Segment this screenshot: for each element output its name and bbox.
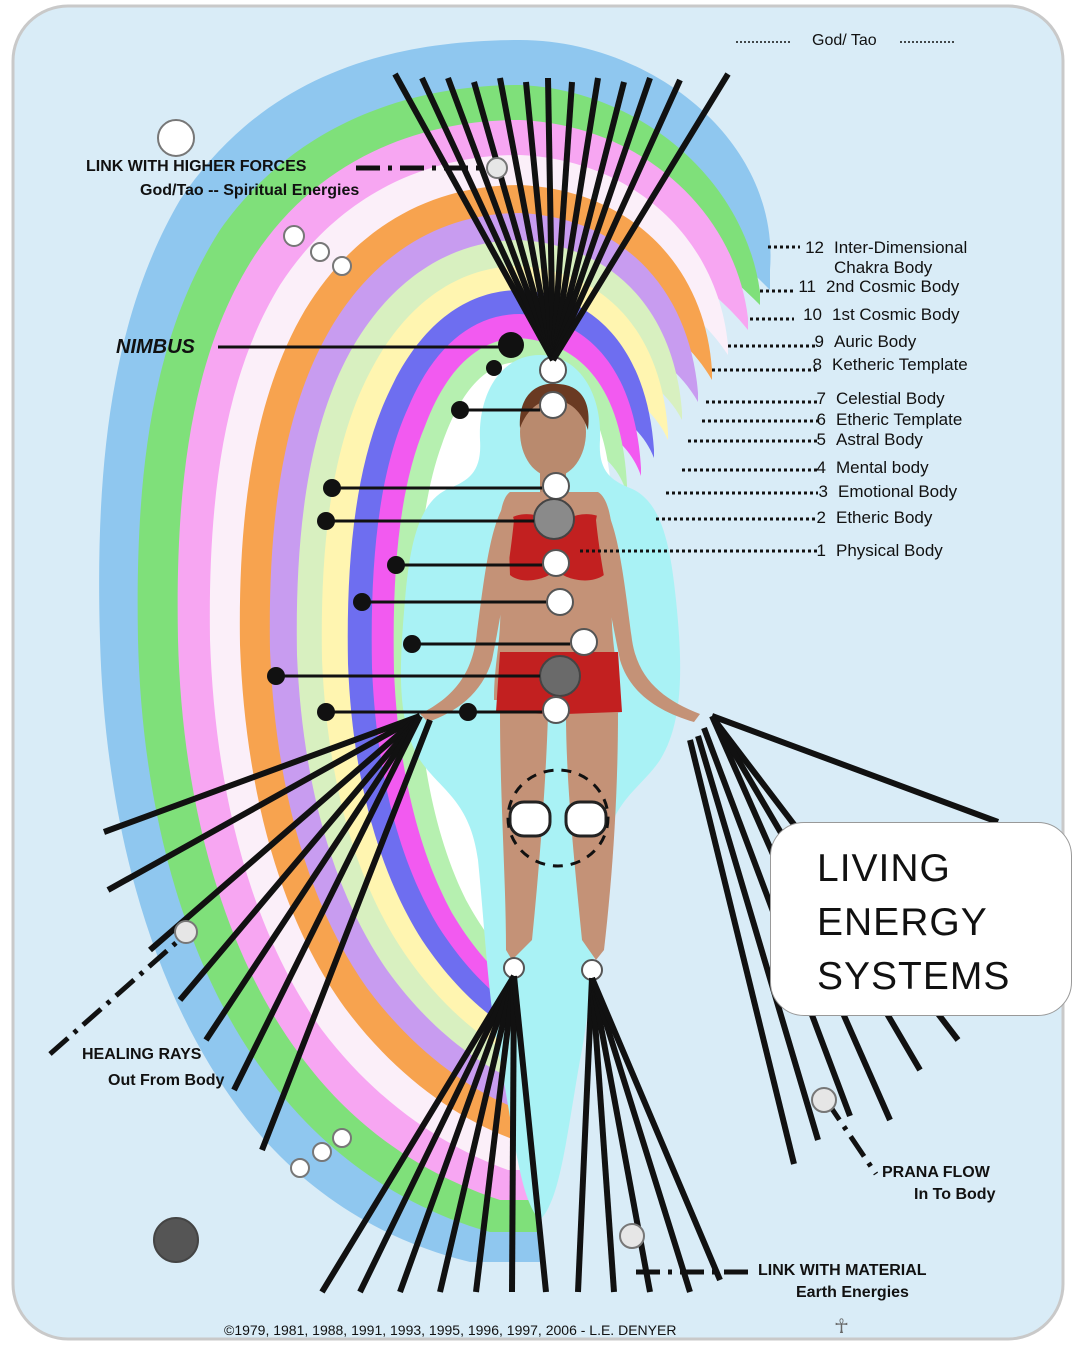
title-line-1: LIVING: [817, 847, 951, 891]
layer-7-label: 7 Celestial Body: [804, 389, 945, 409]
layer-11-label: 11 2nd Cosmic Body: [794, 277, 959, 297]
layer-9-name: Auric Body: [834, 332, 916, 351]
chakra-heart: [543, 550, 569, 576]
layer-4-name: Mental body: [836, 458, 929, 477]
layer-4-number: 4: [804, 458, 826, 478]
layer-10-number: 10: [800, 305, 822, 325]
prana-flow-subtitle: In To Body: [914, 1186, 995, 1204]
material-link-title: LINK WITH MATERIAL: [758, 1262, 927, 1280]
layer-12-label: 12 Inter-Dimensional: [802, 238, 967, 258]
layer-10-label: 10 1st Cosmic Body: [800, 305, 960, 325]
healing-rays-subtitle: Out From Body: [108, 1072, 224, 1090]
layer-8-name: Ketheric Template: [832, 355, 968, 374]
layer-12-label-line2: Chakra Body: [834, 258, 932, 278]
layer-9-number: 9: [802, 332, 824, 352]
chakra-solar: [547, 589, 573, 615]
layer-5-label: 5 Astral Body: [804, 430, 923, 450]
chakra-crown: [540, 357, 566, 383]
title-line-3: SYSTEMS: [817, 955, 1010, 999]
layer-6-label: 6 Etheric Template: [804, 410, 962, 430]
layer-1-name: Physical Body: [836, 541, 943, 560]
layer-5-name: Astral Body: [836, 430, 923, 449]
layer-1-label: 1 Physical Body: [804, 541, 943, 561]
layer-11-name: 2nd Cosmic Body: [826, 277, 959, 296]
nimbus-label: NIMBUS: [116, 336, 195, 359]
chakra-navel: [571, 629, 597, 655]
layer-1-number: 1: [804, 541, 826, 561]
knee-left: [510, 802, 550, 836]
chakra-root: [543, 697, 569, 723]
layer-7-number: 7: [804, 389, 826, 409]
copyright-text: ©1979, 1981, 1988, 1991, 1993, 1995, 199…: [224, 1322, 676, 1338]
chakra-sacral: [540, 656, 580, 696]
higher-forces-title: LINK WITH HIGHER FORCES: [86, 158, 306, 176]
knee-right: [566, 802, 606, 836]
prana-flow-title: PRANA FLOW: [882, 1164, 990, 1182]
layer-9-label: 9 Auric Body: [802, 332, 916, 352]
layer-7-name: Celestial Body: [836, 389, 945, 408]
layer-8-number: 8: [800, 355, 822, 375]
god-tao-label: God/ Tao: [812, 32, 877, 50]
layer-8-label: 8 Ketheric Template: [800, 355, 968, 375]
layer-2-label: 2 Etheric Body: [804, 508, 932, 528]
layer-2-number: 2: [804, 508, 826, 528]
higher-forces-subtitle: God/Tao -- Spiritual Energies: [140, 182, 359, 200]
chakra-throat: [543, 473, 569, 499]
foot-right: [582, 960, 602, 980]
title-line-2: ENERGY: [817, 901, 988, 945]
foot-left: [504, 958, 524, 978]
layer-3-name: Emotional Body: [838, 482, 957, 501]
layer-12-name: Inter-Dimensional: [834, 238, 967, 257]
healing-rays-title: HEALING RAYS: [82, 1046, 201, 1064]
layer-5-number: 5: [804, 430, 826, 450]
layer-12-number: 12: [802, 238, 824, 258]
layer-3-label: 3 Emotional Body: [806, 482, 957, 502]
title-box: LIVING ENERGY SYSTEMS: [770, 822, 1072, 1016]
layer-4-label: 4 Mental body: [804, 458, 929, 478]
layer-6-name: Etheric Template: [836, 410, 962, 429]
layer-10-name: 1st Cosmic Body: [832, 305, 960, 324]
chakra-high-heart: [534, 499, 574, 539]
layer-6-number: 6: [804, 410, 826, 430]
ankh-icon: ☥: [834, 1314, 849, 1339]
material-link-subtitle: Earth Energies: [796, 1284, 909, 1302]
chakra-brow: [540, 392, 566, 418]
layer-2-name: Etheric Body: [836, 508, 932, 527]
layer-11-number: 11: [794, 277, 816, 297]
layer-3-number: 3: [806, 482, 828, 502]
